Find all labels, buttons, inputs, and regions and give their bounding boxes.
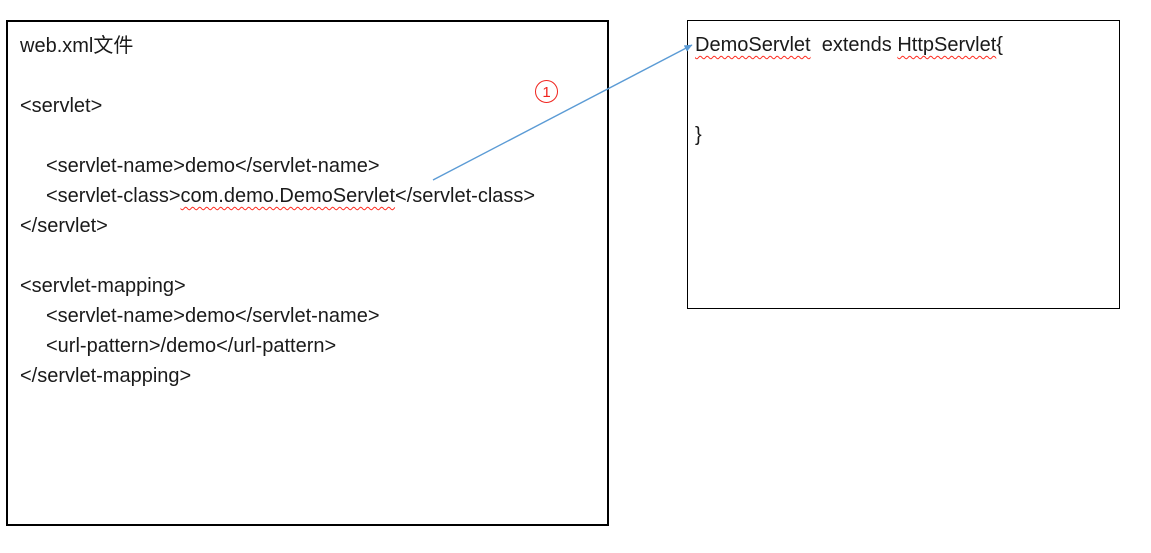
servlet-mapping-open-tag: <servlet-mapping> (20, 275, 186, 297)
web-xml-title: web.xml文件 (20, 35, 134, 57)
servlet-close-tag: </servlet> (20, 215, 108, 237)
blank-line (20, 121, 597, 151)
blank-line (20, 61, 597, 91)
servlet-class-value: com.demo.DemoServlet (180, 185, 396, 207)
class-declaration-line: DemoServlet extends HttpServlet{ (695, 30, 1111, 60)
web-xml-box: web.xml文件 <servlet> <servlet-name>demo</… (6, 20, 609, 526)
java-class-box: DemoServlet extends HttpServlet{ } (687, 20, 1120, 309)
close-brace: } (695, 124, 702, 146)
extends-keyword: extends (810, 34, 898, 56)
servlet-name-line: <servlet-name>demo</servlet-name> (46, 155, 380, 177)
step-1-badge: 1 (535, 80, 558, 103)
blank-line (20, 241, 597, 271)
superclass-name: HttpServlet (897, 34, 997, 56)
blank-line (695, 90, 1111, 120)
blank-line (695, 60, 1111, 90)
class-name: DemoServlet (695, 34, 811, 56)
mapping-servlet-name-line: <servlet-name>demo</servlet-name> (46, 305, 380, 327)
servlet-class-open-tag: <servlet-class> (46, 185, 181, 207)
servlet-mapping-close-tag: </servlet-mapping> (20, 365, 192, 387)
open-brace: { (996, 34, 1003, 56)
servlet-class-line: <servlet-class>com.demo.DemoServlet</ser… (20, 181, 597, 211)
url-pattern-line: <url-pattern>/demo</url-pattern> (46, 335, 337, 357)
servlet-open-tag: <servlet> (20, 95, 103, 117)
servlet-class-close-tag: </servlet-class> (395, 185, 536, 207)
